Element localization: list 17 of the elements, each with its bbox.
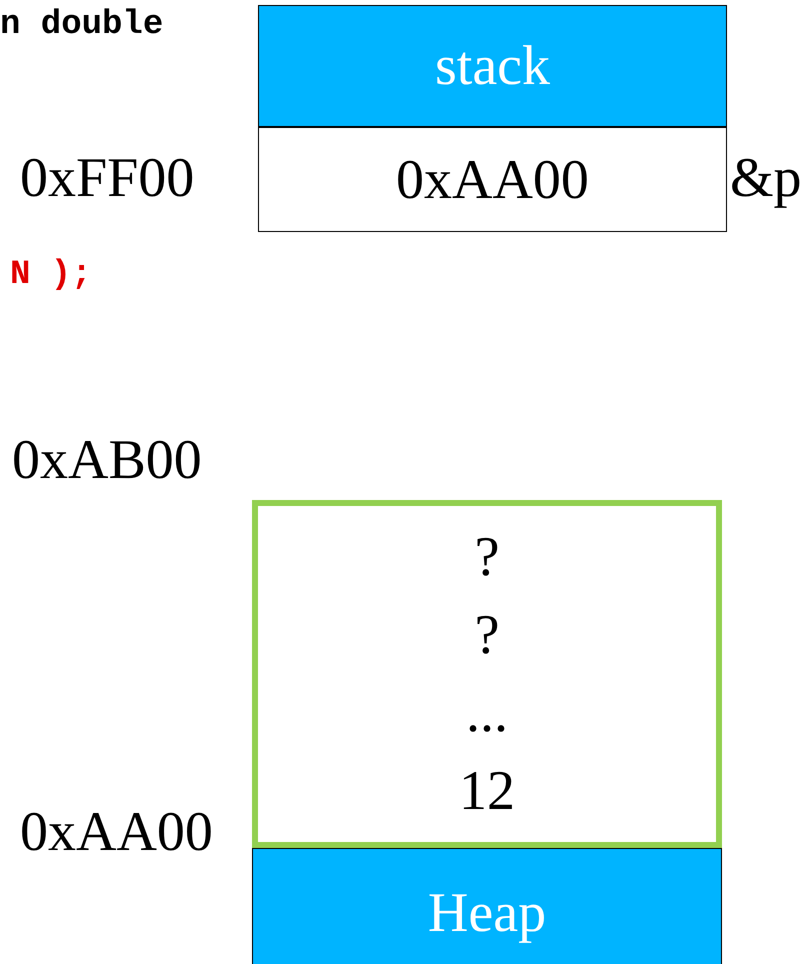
allocated-block [252,500,722,848]
cell-text: 12 [459,763,515,819]
cell-text: ... [466,685,508,741]
cell-text: ? [474,529,500,585]
memory-block [258,5,727,127]
cell-text: stack [434,38,550,94]
cell-text: ? [474,607,500,663]
code-text: N ); [10,258,92,292]
memory-block [252,848,722,964]
cell-text: Heap [428,885,546,941]
code-text: n double [0,8,164,42]
address-label: 0xAB00 [12,432,202,488]
address-label: 0xFF00 [20,150,194,206]
memory-cell [258,127,727,232]
variable-label: &p [730,150,802,206]
address-label: 0xAA00 [20,804,213,860]
cell-text: 0xAA00 [396,152,589,208]
